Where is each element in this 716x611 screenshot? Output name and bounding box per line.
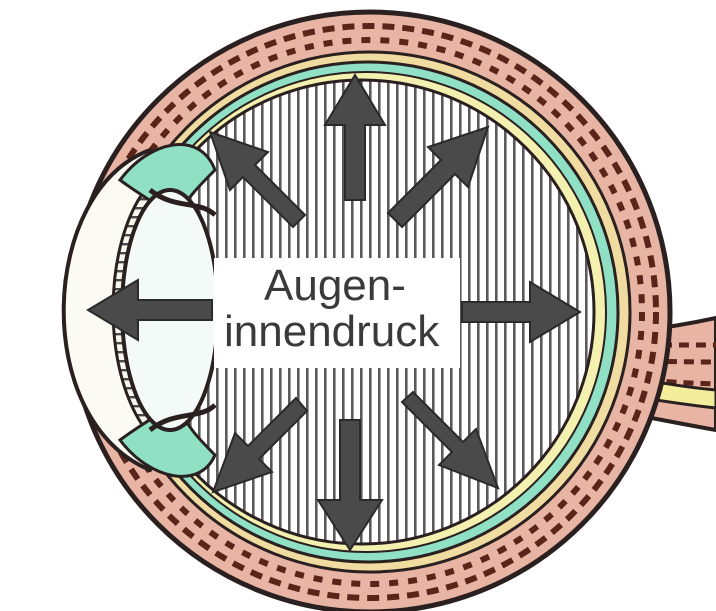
label-line-2: innendruck bbox=[224, 307, 440, 356]
label-line-1: Augen- bbox=[264, 261, 406, 310]
